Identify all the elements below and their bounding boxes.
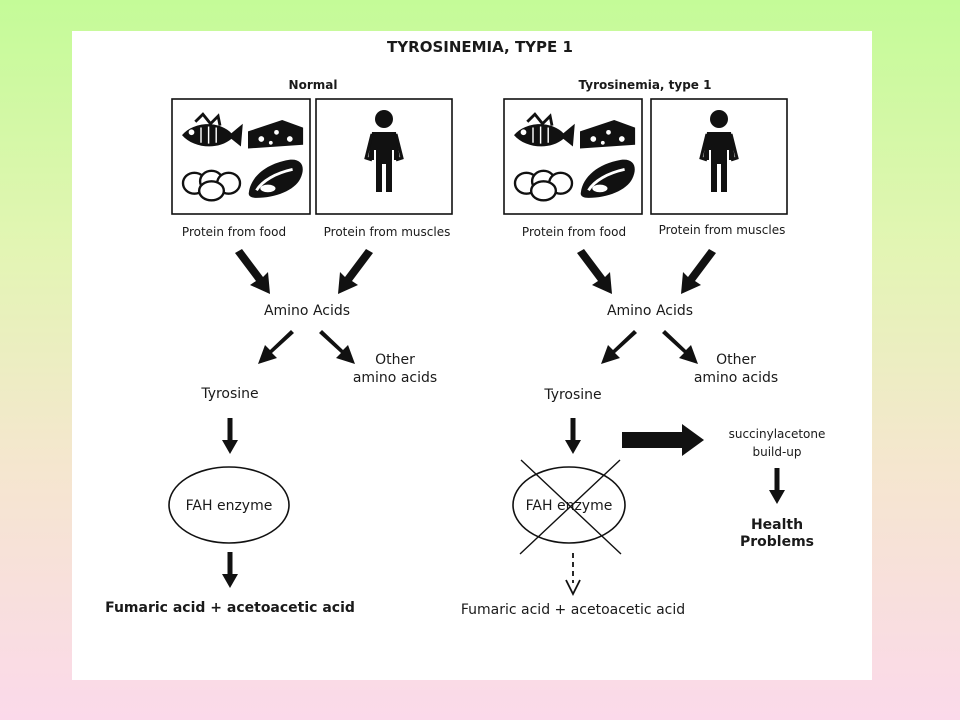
arrow-food-to-amino [577, 249, 612, 294]
tyro-buildup-line2: build-up [752, 445, 801, 459]
arrow-muscle-to-amino [338, 249, 373, 294]
normal-result: Fumaric acid + acetoacetic acid [105, 600, 355, 616]
arrow-to-succinylacetone [622, 424, 704, 456]
normal-heading: Normal [289, 78, 338, 92]
arrow-amino-to-other [319, 330, 355, 364]
normal-tyrosine: Tyrosine [200, 386, 258, 402]
normal-food-box [171, 98, 311, 215]
enzyme-cross-out [519, 459, 622, 555]
tyro-food-box [503, 98, 643, 215]
tyro-amino-acids: Amino Acids [607, 303, 693, 319]
tyro-problems-line1: Health [751, 517, 803, 533]
arrow-enzyme-to-result [222, 552, 238, 588]
tyro-other-line1: Other [716, 352, 756, 368]
arrow-tyrosine-to-enzyme [222, 418, 238, 454]
arrow-buildup-to-problems [769, 468, 785, 504]
tyro-food-caption: Protein from food [522, 225, 626, 239]
arrow-muscle-to-amino [681, 249, 716, 294]
arrow-amino-to-tyrosine [601, 330, 637, 364]
normal-muscle-caption: Protein from muscles [324, 225, 451, 239]
normal-enzyme: FAH enzyme [186, 498, 273, 514]
diagram-title: TYROSINEMIA, TYPE 1 [387, 38, 573, 56]
arrow-food-to-amino [235, 249, 270, 294]
arrow-amino-to-other [662, 330, 698, 364]
arrow-amino-to-tyrosine [258, 330, 294, 364]
tyro-muscle-caption: Protein from muscles [659, 223, 786, 237]
tyro-buildup-line1: succinylacetone [729, 427, 826, 441]
tyro-other-line2: amino acids [694, 370, 778, 386]
normal-amino-acids: Amino Acids [264, 303, 350, 319]
tyro-tyrosine: Tyrosine [543, 387, 601, 403]
arrow-tyrosine-to-enzyme [565, 418, 581, 454]
tyrosinemia-heading: Tyrosinemia, type 1 [579, 78, 712, 92]
tyro-problems-line2: Problems [740, 534, 814, 550]
normal-other-line1: Other [375, 352, 415, 368]
tyro-result: Fumaric acid + acetoacetic acid [461, 602, 685, 618]
normal-food-caption: Protein from food [182, 225, 286, 239]
normal-enzyme-ellipse [168, 466, 290, 544]
dashed-arrow-enzyme-to-result [565, 553, 581, 597]
normal-other-line2: amino acids [353, 370, 437, 386]
